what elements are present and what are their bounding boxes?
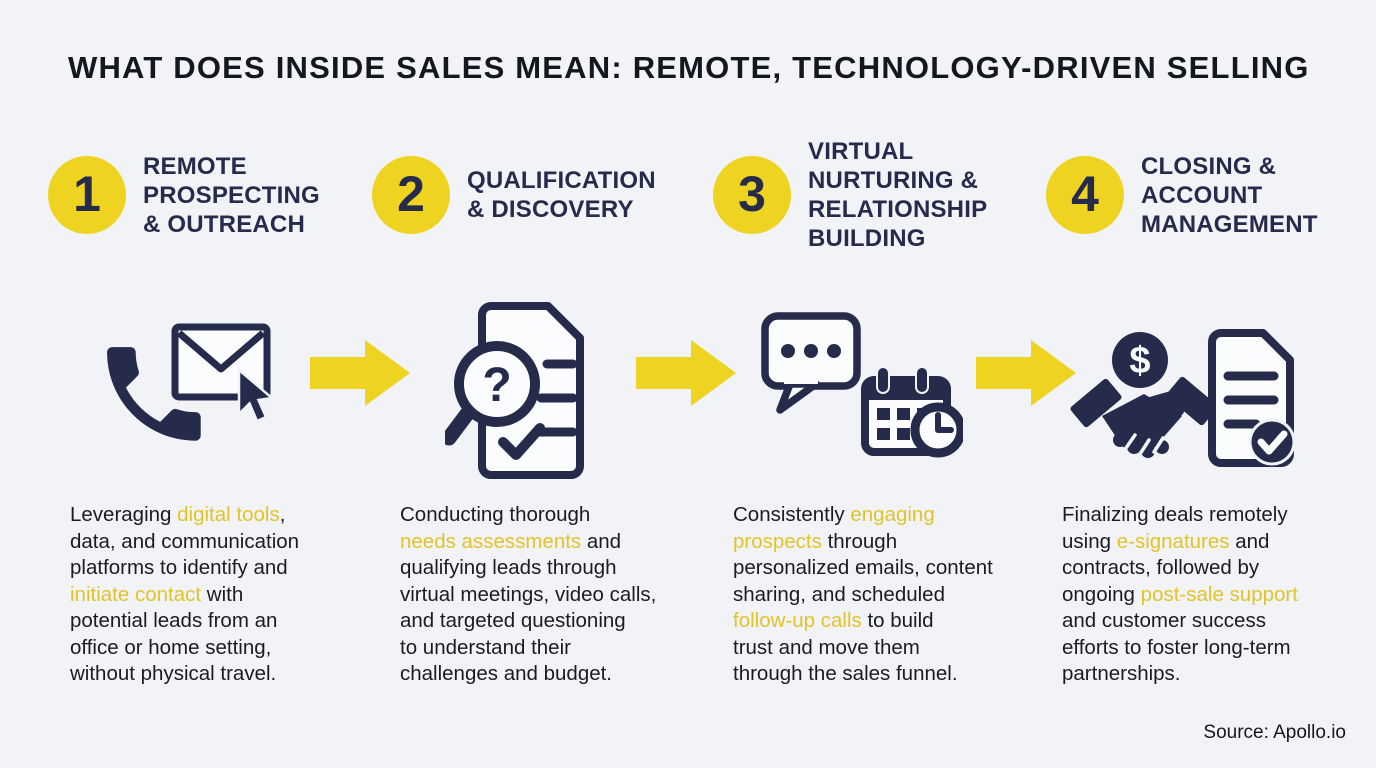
step-4-header: 4 CLOSING & ACCOUNT MANAGEMENT [1046,140,1318,250]
cursor-icon [237,367,275,423]
phone-icon [107,347,201,441]
step-number: 1 [73,165,101,222]
page-title: WHAT DOES INSIDE SALES MEAN: REMOTE, TEC… [68,50,1310,85]
svg-text:$: $ [1129,340,1150,382]
step-3-title: VIRTUAL NURTURING & RELATIONSHIP BUILDIN… [808,138,988,252]
step-1-icons [100,322,280,467]
svg-text:?: ? [482,359,511,412]
contract-icon [1208,329,1296,467]
step-2-description: Conducting thorough needs assessments an… [400,503,657,685]
step-3-description: Consistently engaging prospects through … [733,503,993,685]
highlighted-text: post-sale support [1140,582,1298,606]
step-1-description: Leveraging digital tools, data, and comm… [70,503,300,685]
arrow-right-icon [976,340,1076,411]
phone-email-cursor-icon [107,323,275,441]
highlighted-text: follow-up calls [733,609,862,632]
step-1-header: 1 REMOTE PROSPECTING & OUTREACH [48,140,320,250]
arrow-right-icon [310,340,410,411]
step-4-title: CLOSING & ACCOUNT MANAGEMENT [1141,152,1318,238]
step-3-number-badge: 3 [713,156,791,234]
step-2-number-badge: 2 [372,156,450,234]
step-2-header: 2 QUALIFICATION & DISCOVERY [372,140,656,250]
step-number: 2 [397,165,425,222]
step-4-number-badge: 4 [1046,156,1124,234]
dollar-coin-icon: $ [1112,332,1168,388]
check-badge-icon [1248,418,1296,466]
step-4-description: Finalizing deals remotely using e-signat… [1062,503,1298,685]
highlighted-text: engaging prospects [733,503,935,553]
highlighted-text: initiate contact [70,582,202,606]
step-1-title: REMOTE PROSPECTING & OUTREACH [143,152,320,238]
source-attribution: Source: Apollo.io [1203,722,1346,743]
document-search-icon: ? [441,302,584,479]
deal-contract-icon: $ [1070,329,1296,467]
arrow-right-icon [636,340,736,411]
chat-calendar-icon [761,312,966,458]
step-number: 4 [1071,165,1099,222]
step-2-title: QUALIFICATION & DISCOVERY [467,167,656,223]
step-3-icons [758,312,966,465]
step-4-icons: $ [1068,300,1296,477]
handshake-icon [1070,376,1218,458]
clock-icon [910,402,966,458]
highlighted-text: needs assessments [400,529,582,553]
highlighted-text: digital tools [177,503,280,526]
step-2-icons: ? [441,300,595,490]
highlighted-text: e-signatures [1116,529,1230,553]
step-3-header: 3 VIRTUAL NURTURING & RELATIONSHIP BUILD… [713,138,988,252]
checkmark-icon [498,423,545,460]
magnifier-question-icon: ? [441,341,540,446]
step-number: 3 [738,165,766,222]
step-1-number-badge: 1 [48,156,126,234]
chat-bubble-icon [761,312,861,414]
